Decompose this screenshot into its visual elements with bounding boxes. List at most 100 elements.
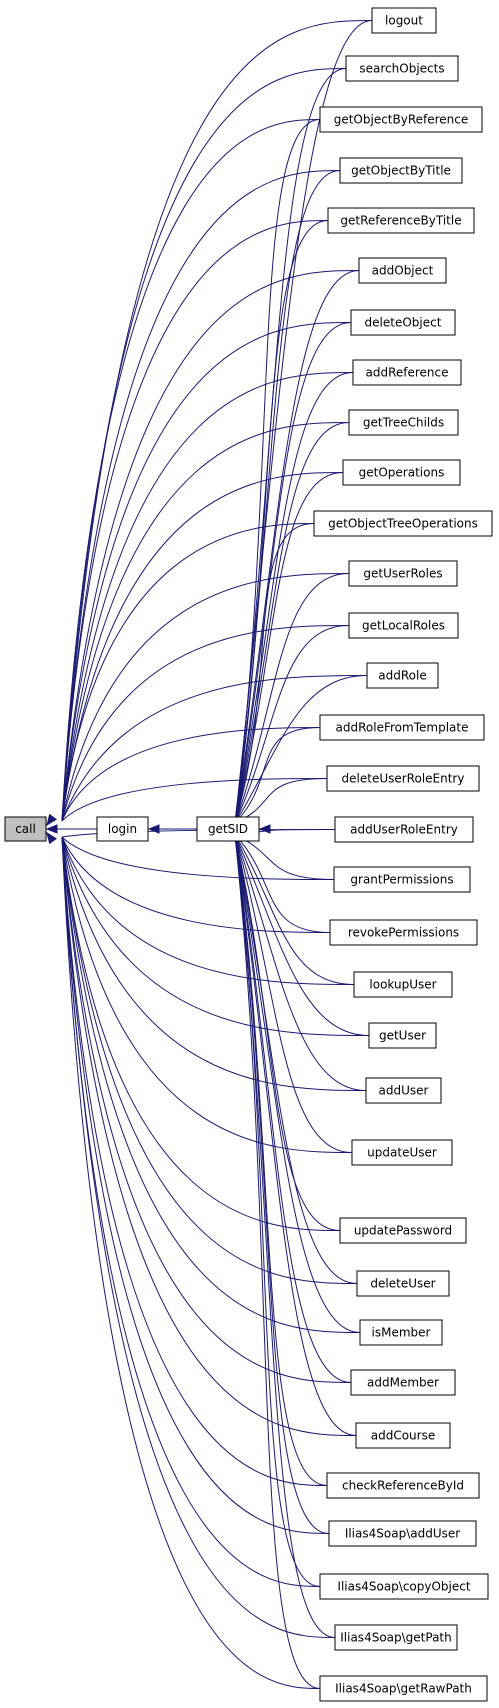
edge-gettreechilds-to-call	[61, 422, 350, 822]
node-deleteuserroleentry[interactable]: deleteUserRoleEntry	[326, 765, 480, 792]
node-addcourse-box	[355, 1422, 451, 1449]
node-ilias4soap-getpath[interactable]: Ilias4Soap\getPath	[334, 1624, 458, 1651]
edge-getobjectbytitle-to-call	[61, 170, 341, 822]
node-adduser-box	[365, 1077, 442, 1104]
node-getoperations-label: getOperations	[359, 466, 445, 480]
node-getobjectbyreference[interactable]: getObjectByReference	[319, 106, 483, 133]
node-call[interactable]: call	[4, 816, 47, 842]
node-addreference-label: addReference	[365, 366, 448, 380]
arrowhead-into-getsid	[258, 824, 271, 834]
node-gettreechilds[interactable]: getTreeChilds	[348, 409, 459, 436]
node-addrolefromtemplate-label: addRoleFromTemplate	[336, 721, 469, 735]
node-addobject-box	[358, 257, 447, 284]
edge-updateuser-to-call	[61, 836, 353, 1153]
node-getuser-box	[368, 1022, 437, 1049]
edge-logout-to-call	[61, 20, 373, 822]
node-addrole[interactable]: addRole	[366, 662, 439, 689]
node-ilias4soap-getrawpath[interactable]: Ilias4Soap\getRawPath	[319, 1675, 488, 1702]
edge-revokepermissions-to-call	[61, 836, 331, 933]
node-addrole-box	[366, 662, 439, 689]
node-getobjecttreeoperations-box	[313, 510, 493, 537]
node-getsid[interactable]: getSID	[196, 816, 260, 842]
node-addobject-label: addObject	[372, 264, 434, 278]
node-getlocalroles-box	[348, 612, 459, 639]
node-getobjecttreeoperations[interactable]: getObjectTreeOperations	[313, 510, 493, 537]
edge-addreference-to-getsid	[234, 372, 354, 824]
node-adduserroleentry[interactable]: addUserRoleEntry	[334, 816, 474, 843]
node-grantpermissions[interactable]: grantPermissions	[333, 866, 471, 893]
edge-lookupuser-to-getsid	[234, 834, 355, 985]
node-adduser[interactable]: addUser	[365, 1077, 442, 1104]
node-revokepermissions[interactable]: revokePermissions	[329, 919, 478, 946]
edge-getreferencebytitle-to-call	[61, 220, 329, 822]
node-ismember[interactable]: isMember	[359, 1319, 443, 1346]
node-addmember[interactable]: addMember	[350, 1369, 456, 1396]
node-addmember-label: addMember	[367, 1376, 439, 1390]
node-deleteuser-box	[356, 1270, 450, 1297]
edge-getlocalroles-to-call	[61, 625, 350, 822]
node-searchobjects-box	[345, 55, 459, 82]
node-logout[interactable]: logout	[371, 7, 437, 34]
node-addobject[interactable]: addObject	[358, 257, 447, 284]
node-updatepassword[interactable]: updatePassword	[339, 1217, 467, 1244]
edge-getuserroles-to-getsid	[234, 573, 350, 824]
node-getoperations[interactable]: getOperations	[342, 459, 461, 486]
node-login[interactable]: login	[96, 816, 149, 842]
edge-addobject-to-getsid	[234, 270, 360, 824]
node-ilias4soap-copyobject[interactable]: Ilias4Soap\copyObject	[319, 1573, 489, 1600]
edge-getuserroles-to-call	[61, 573, 350, 822]
edge-ismember-to-getsid	[234, 834, 361, 1333]
node-deleteuser-label: deleteUser	[370, 1277, 435, 1291]
edge-addmember-to-call	[61, 836, 352, 1383]
node-getlocalroles[interactable]: getLocalRoles	[348, 612, 459, 639]
node-getuser[interactable]: getUser	[368, 1022, 437, 1049]
node-deleteobject[interactable]: deleteObject	[350, 309, 456, 336]
edge-getreferencebytitle-to-getsid	[234, 220, 329, 824]
edge-deleteobject-to-call	[61, 322, 352, 822]
edge-adduser-to-call	[61, 836, 367, 1091]
node-ilias4soap-adduser-box	[328, 1520, 477, 1547]
node-gettreechilds-box	[348, 409, 459, 436]
node-logout-box	[371, 7, 437, 34]
node-addcourse-label: addCourse	[371, 1429, 435, 1443]
node-getuserroles[interactable]: getUserRoles	[348, 560, 458, 587]
node-lookupuser[interactable]: lookupUser	[353, 971, 453, 998]
edge-getoperations-to-call	[61, 472, 344, 822]
node-addcourse[interactable]: addCourse	[355, 1422, 451, 1449]
node-ilias4soap-getpath-label: Ilias4Soap\getPath	[340, 1631, 452, 1645]
edge-addmember-to-getsid	[234, 834, 352, 1383]
edge-addrole-to-call	[61, 675, 368, 822]
edge-ilias4soap-getrawpath-to-getsid	[234, 834, 321, 1689]
node-getuser-label: getUser	[379, 1029, 426, 1043]
node-getuserroles-label: getUserRoles	[363, 567, 442, 581]
node-searchobjects[interactable]: searchObjects	[345, 55, 459, 82]
node-addreference[interactable]: addReference	[352, 359, 462, 386]
node-ilias4soap-adduser[interactable]: Ilias4Soap\addUser	[328, 1520, 477, 1547]
node-getobjectbytitle[interactable]: getObjectByTitle	[339, 157, 463, 184]
node-ilias4soap-getrawpath-label: Ilias4Soap\getRawPath	[335, 1682, 472, 1696]
arrowhead-login-to-call	[45, 824, 58, 834]
node-adduserroleentry-box	[334, 816, 474, 843]
node-deleteobject-box	[350, 309, 456, 336]
node-deleteuser[interactable]: deleteUser	[356, 1270, 450, 1297]
node-checkreferencebyid[interactable]: checkReferenceById	[326, 1472, 480, 1499]
node-deleteuserroleentry-box	[326, 765, 480, 792]
node-checkreferencebyid-box	[326, 1472, 480, 1499]
edge-getuser-to-getsid	[234, 834, 370, 1036]
edge-getobjectbyreference-to-getsid	[234, 119, 321, 824]
node-addrolefromtemplate[interactable]: addRoleFromTemplate	[319, 714, 485, 741]
node-ismember-box	[359, 1319, 443, 1346]
node-getobjectbytitle-box	[339, 157, 463, 184]
edge-gettreechilds-to-getsid	[234, 422, 350, 824]
node-ilias4soap-copyobject-box	[319, 1573, 489, 1600]
edge-revokepermissions-to-getsid	[234, 834, 331, 933]
node-addrole-label: addRole	[378, 669, 426, 683]
node-lookupuser-label: lookupUser	[369, 978, 436, 992]
edges	[45, 20, 373, 1689]
node-updateuser[interactable]: updateUser	[351, 1139, 453, 1166]
edge-adduserroleentry-to-call	[61, 829, 336, 838]
node-getlocalroles-label: getLocalRoles	[362, 619, 445, 633]
edge-checkreferencebyid-to-call	[61, 836, 328, 1486]
node-call-label: call	[15, 822, 36, 836]
node-getreferencebytitle[interactable]: getReferenceByTitle	[327, 207, 475, 234]
